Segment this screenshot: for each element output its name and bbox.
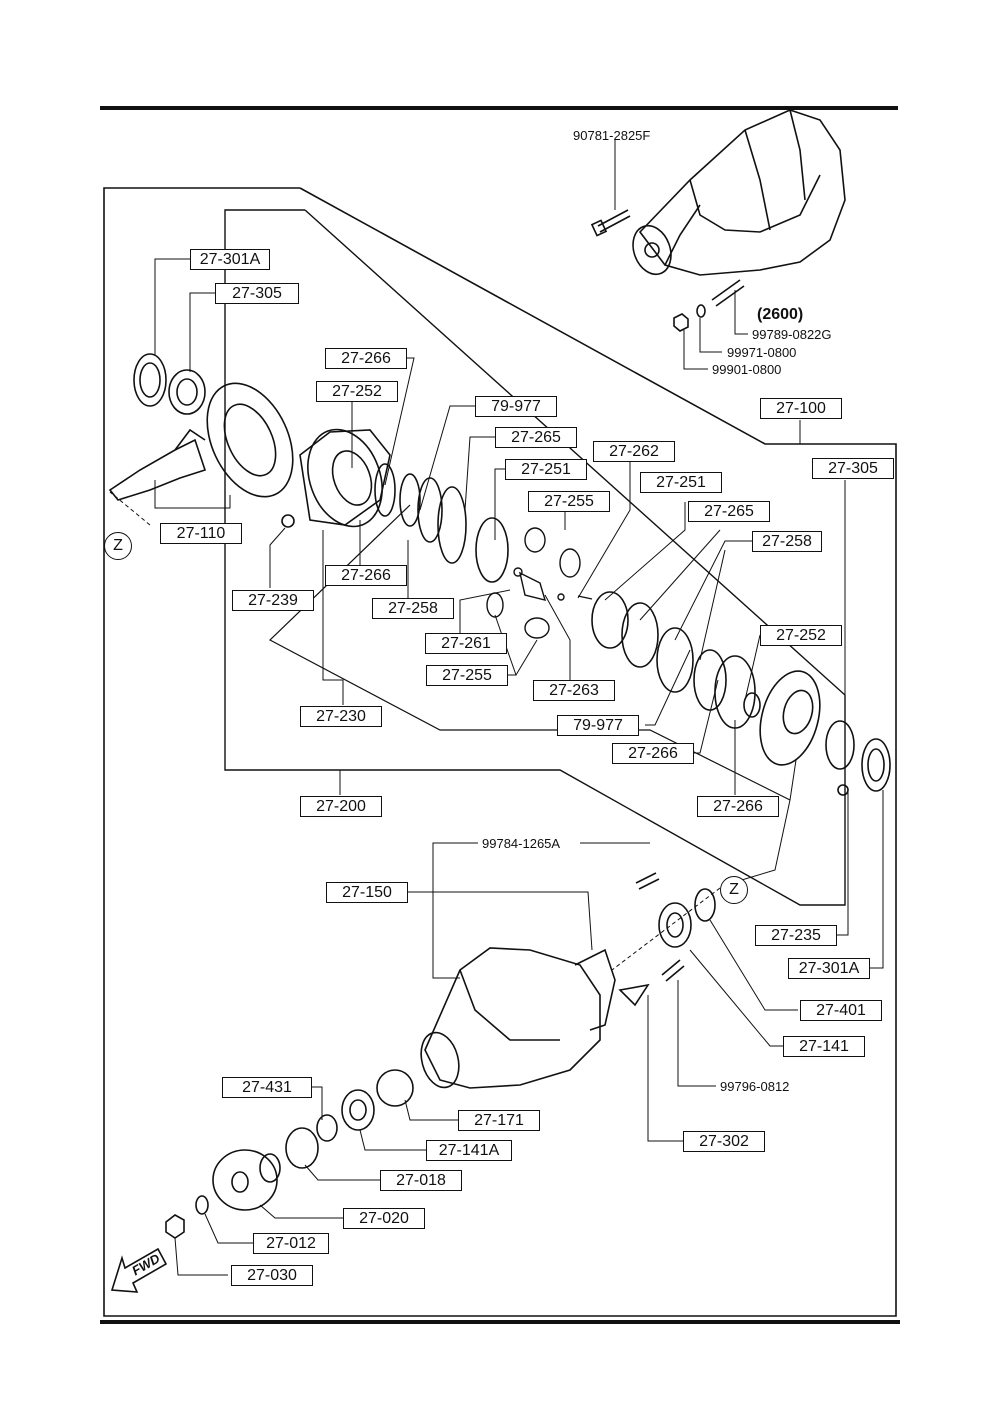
leader-27-301A-right [868, 790, 884, 969]
part-27-171: 27-171 [458, 1110, 540, 1131]
zoom-marker-left: Z [104, 532, 132, 560]
part-27-305-top: 27-305 [215, 283, 299, 304]
leader-27-252-b [744, 634, 761, 701]
part-99901: 99901-0800 [712, 362, 782, 377]
part-27-251-a: 27-251 [505, 459, 587, 480]
leader-27-401 [709, 919, 798, 1011]
leader-27-171 [404, 1099, 458, 1121]
part-27-252-b: 27-252 [760, 625, 842, 646]
housing-assembly-top-icon [590, 109, 846, 332]
leader-27-305-top [189, 292, 215, 372]
part-27-020: 27-020 [343, 1208, 425, 1229]
leader-99796 [677, 980, 716, 1087]
part-27-301A-right: 27-301A [788, 958, 870, 979]
assembly-label: (2600) [757, 306, 804, 323]
part-27-266-b: 27-266 [325, 565, 407, 586]
part-27-261: 27-261 [425, 633, 507, 654]
part-27-258-b: 27-258 [372, 598, 454, 619]
leader-27-251-a [494, 468, 505, 540]
part-27-110: 27-110 [160, 523, 242, 544]
leader-79-977-a [419, 405, 475, 511]
part-27-030: 27-030 [231, 1265, 313, 1286]
part-79-977-b: 79-977 [557, 715, 639, 736]
spider-gears-icon [486, 527, 593, 639]
leader-27-266-c [690, 679, 719, 754]
part-27-266-c: 27-266 [612, 743, 694, 764]
leader-27-431 [310, 1086, 323, 1120]
carrier-housing-icon [165, 872, 716, 1239]
leader-99789 [734, 290, 748, 335]
leader-27-018 [304, 1164, 380, 1181]
differential-case-left-icon [281, 428, 509, 583]
part-27-141: 27-141 [783, 1036, 865, 1057]
fwd-arrow-icon [110, 1247, 168, 1293]
part-99784: 99784-1265A [482, 836, 561, 851]
leader-right-bearing [724, 759, 797, 886]
part-27-263: 27-263 [533, 680, 615, 701]
part-27-018: 27-018 [380, 1170, 462, 1191]
leader-z-left [109, 491, 151, 526]
leader-27-302 [647, 995, 683, 1142]
part-27-100: 27-100 [760, 398, 842, 419]
leader-27-110 [154, 480, 231, 509]
part-27-431: 27-431 [222, 1077, 312, 1098]
leader-27-262 [577, 460, 631, 599]
part-27-239: 27-239 [232, 590, 314, 611]
part-27-265-a: 27-265 [495, 427, 577, 448]
leader-27-261 [459, 589, 511, 642]
part-79-977-a: 79-977 [475, 396, 557, 417]
leader-27-141A [359, 1129, 426, 1151]
part-27-258-a: 27-258 [752, 531, 822, 552]
frame-27-100 [103, 187, 897, 1317]
part-27-262: 27-262 [593, 441, 675, 462]
part-27-266-d: 27-266 [697, 796, 779, 817]
leader-27-263 [544, 594, 571, 680]
part-27-255-a: 27-255 [528, 491, 610, 512]
part-27-401: 27-401 [800, 1000, 882, 1021]
leader-27-265-b [639, 529, 721, 621]
part-99789: 99789-0822G [752, 327, 832, 342]
leader-27-258-a [674, 540, 752, 641]
part-27-252-a: 27-252 [316, 381, 398, 402]
part-27-255-b: 27-255 [426, 665, 508, 686]
zoom-marker-right: Z [720, 876, 748, 904]
differential-case-right-icon [591, 591, 891, 796]
part-27-150: 27-150 [326, 882, 408, 903]
leader-27-239 [269, 527, 286, 588]
leader-99901 [683, 330, 708, 370]
part-27-200: 27-200 [300, 796, 382, 817]
leader-27-030 [174, 1237, 228, 1276]
part-27-305-right: 27-305 [812, 458, 894, 479]
part-99971: 99971-0800 [727, 345, 797, 360]
part-27-251-b: 27-251 [640, 472, 722, 493]
part-27-012: 27-012 [253, 1233, 329, 1254]
leader-79-977-b [645, 649, 691, 726]
part-27-141A: 27-141A [426, 1140, 512, 1161]
leader-99784 [432, 842, 478, 979]
leader-27-141 [689, 949, 783, 1047]
part-27-265-b: 27-265 [688, 501, 770, 522]
part-27-301A-top: 27-301A [190, 249, 270, 270]
part-27-230: 27-230 [300, 706, 382, 727]
leader-27-020 [259, 1204, 343, 1219]
leader-27-301A-top [154, 258, 190, 355]
leader-27-012 [204, 1213, 253, 1244]
leader-z-bottom [611, 887, 721, 971]
part-90781: 90781-2825F [573, 128, 651, 143]
part-27-235: 27-235 [755, 925, 837, 946]
part-99796: 99796-0812 [720, 1079, 790, 1094]
part-27-302: 27-302 [683, 1131, 765, 1152]
part-27-266-a: 27-266 [325, 348, 407, 369]
leader-27-266-a [384, 357, 415, 486]
leader-27-150 [408, 891, 593, 951]
leader-27-265-a [464, 436, 495, 511]
pinion-ring-gear-icon [108, 353, 294, 501]
leader-99971 [699, 318, 722, 353]
leader-27-251-b [604, 502, 686, 601]
leader-27-230 [322, 530, 344, 705]
